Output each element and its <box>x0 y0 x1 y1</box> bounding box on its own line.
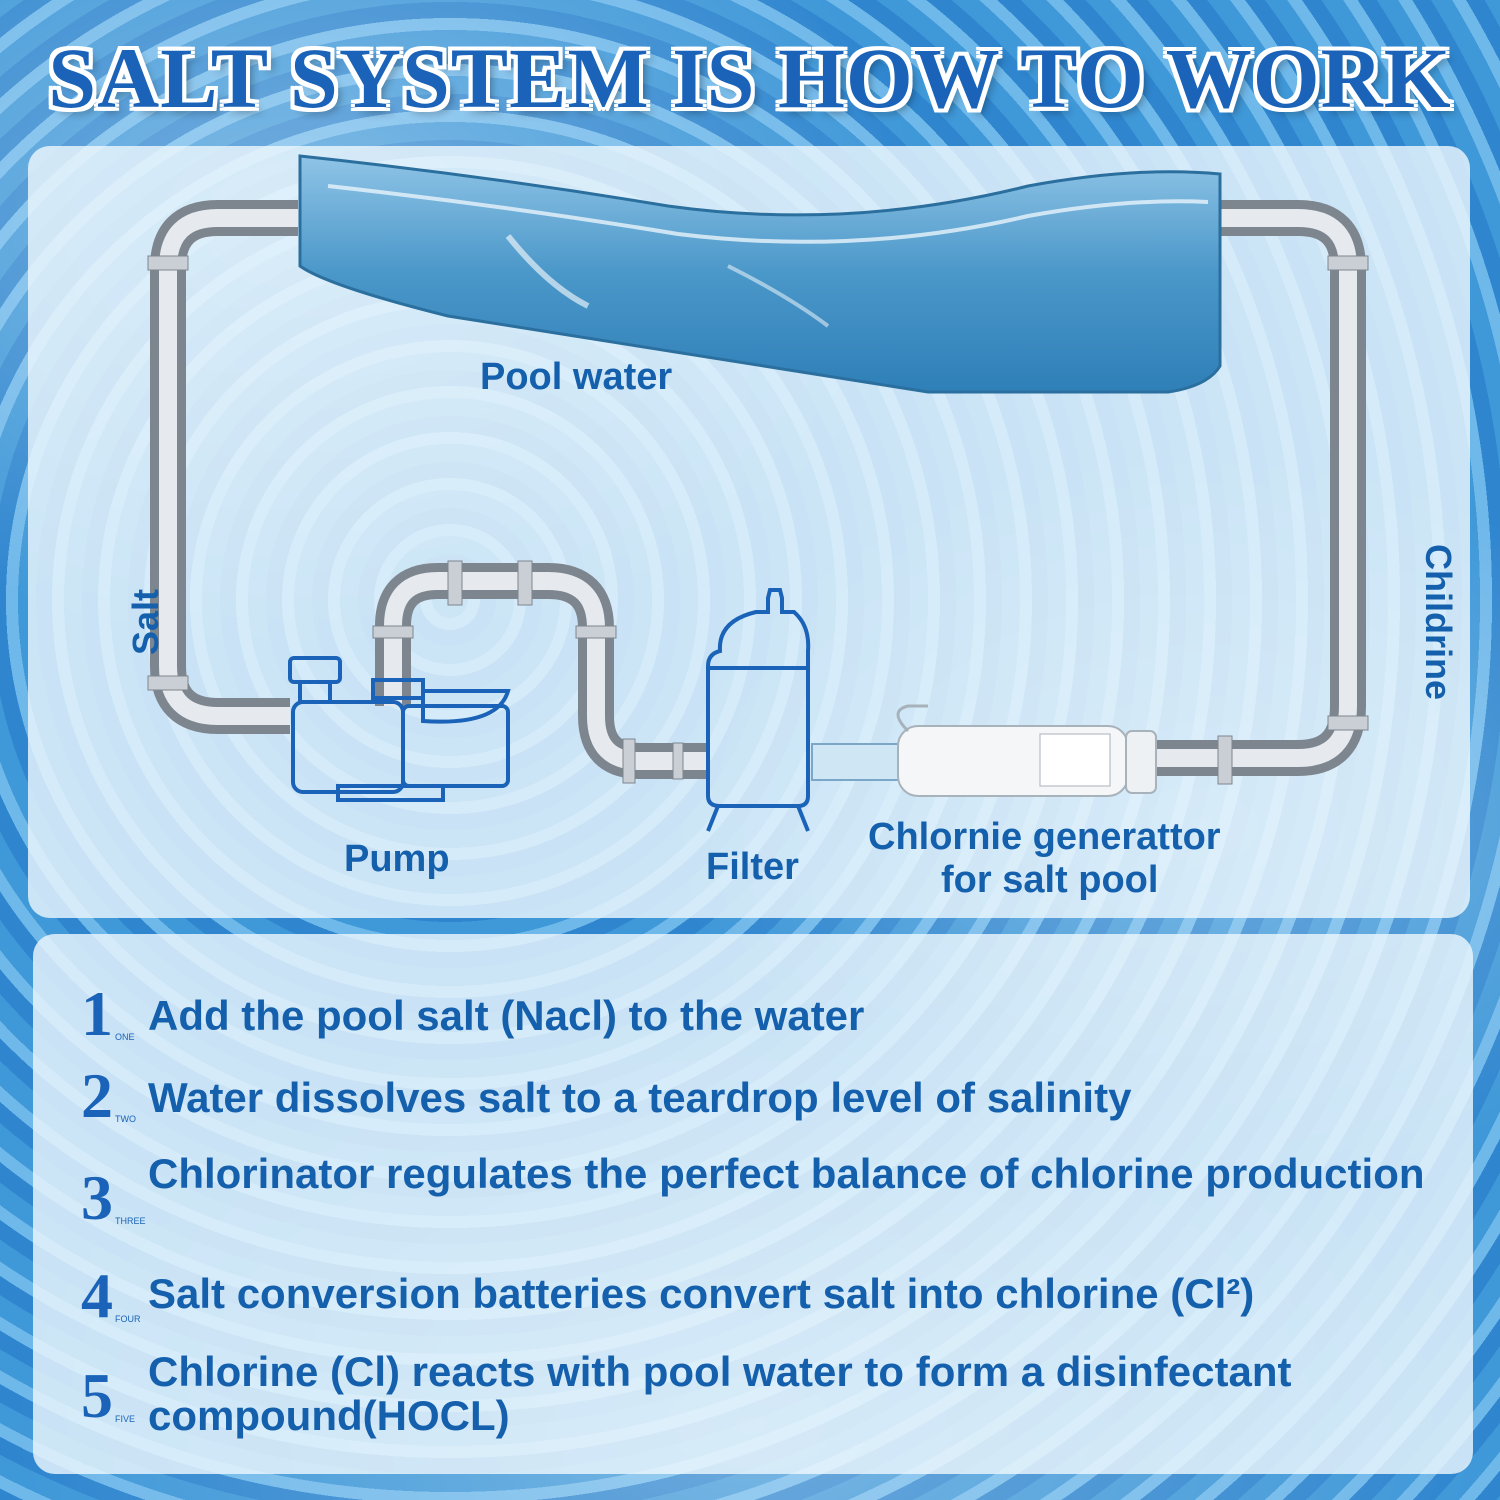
generator-label-line2: for salt pool <box>941 859 1159 901</box>
step-text-2: Water dissolves salt to a teardrop level… <box>148 1074 1132 1121</box>
pool-water-label: Pool water <box>480 356 673 398</box>
chlorine-label: Childrine <box>1418 543 1459 700</box>
step-text-4: Salt conversion batteries convert salt i… <box>148 1270 1255 1317</box>
filter-label: Filter <box>706 846 799 888</box>
chlorine-generator <box>811 704 1157 797</box>
step-text-3: Chlorinator regulates the perfect balanc… <box>148 1150 1425 1197</box>
generator-label-line1: Chlornie generattor <box>868 816 1221 858</box>
left-pipe <box>147 200 298 734</box>
pump-filter-pipe <box>372 560 708 784</box>
step-text-1: Add the pool salt (Nacl) to the water <box>148 992 865 1039</box>
salt-system-diagram <box>147 154 1369 832</box>
filter-icon <box>706 588 811 832</box>
pool-water-tank <box>298 154 1222 394</box>
page-title: SALT SYSTEM IS HOW TO WORK <box>48 30 1452 126</box>
right-pipe <box>1138 200 1369 785</box>
salt-label: Salt <box>125 588 166 656</box>
pump-label: Pump <box>344 838 450 880</box>
pump-icon <box>288 656 511 802</box>
step-text-5: Chlorine (Cl) reacts with pool water to … <box>148 1348 1292 1439</box>
diagram-panel: Pool water Salt Childrine Pump Filter Ch… <box>28 146 1470 918</box>
